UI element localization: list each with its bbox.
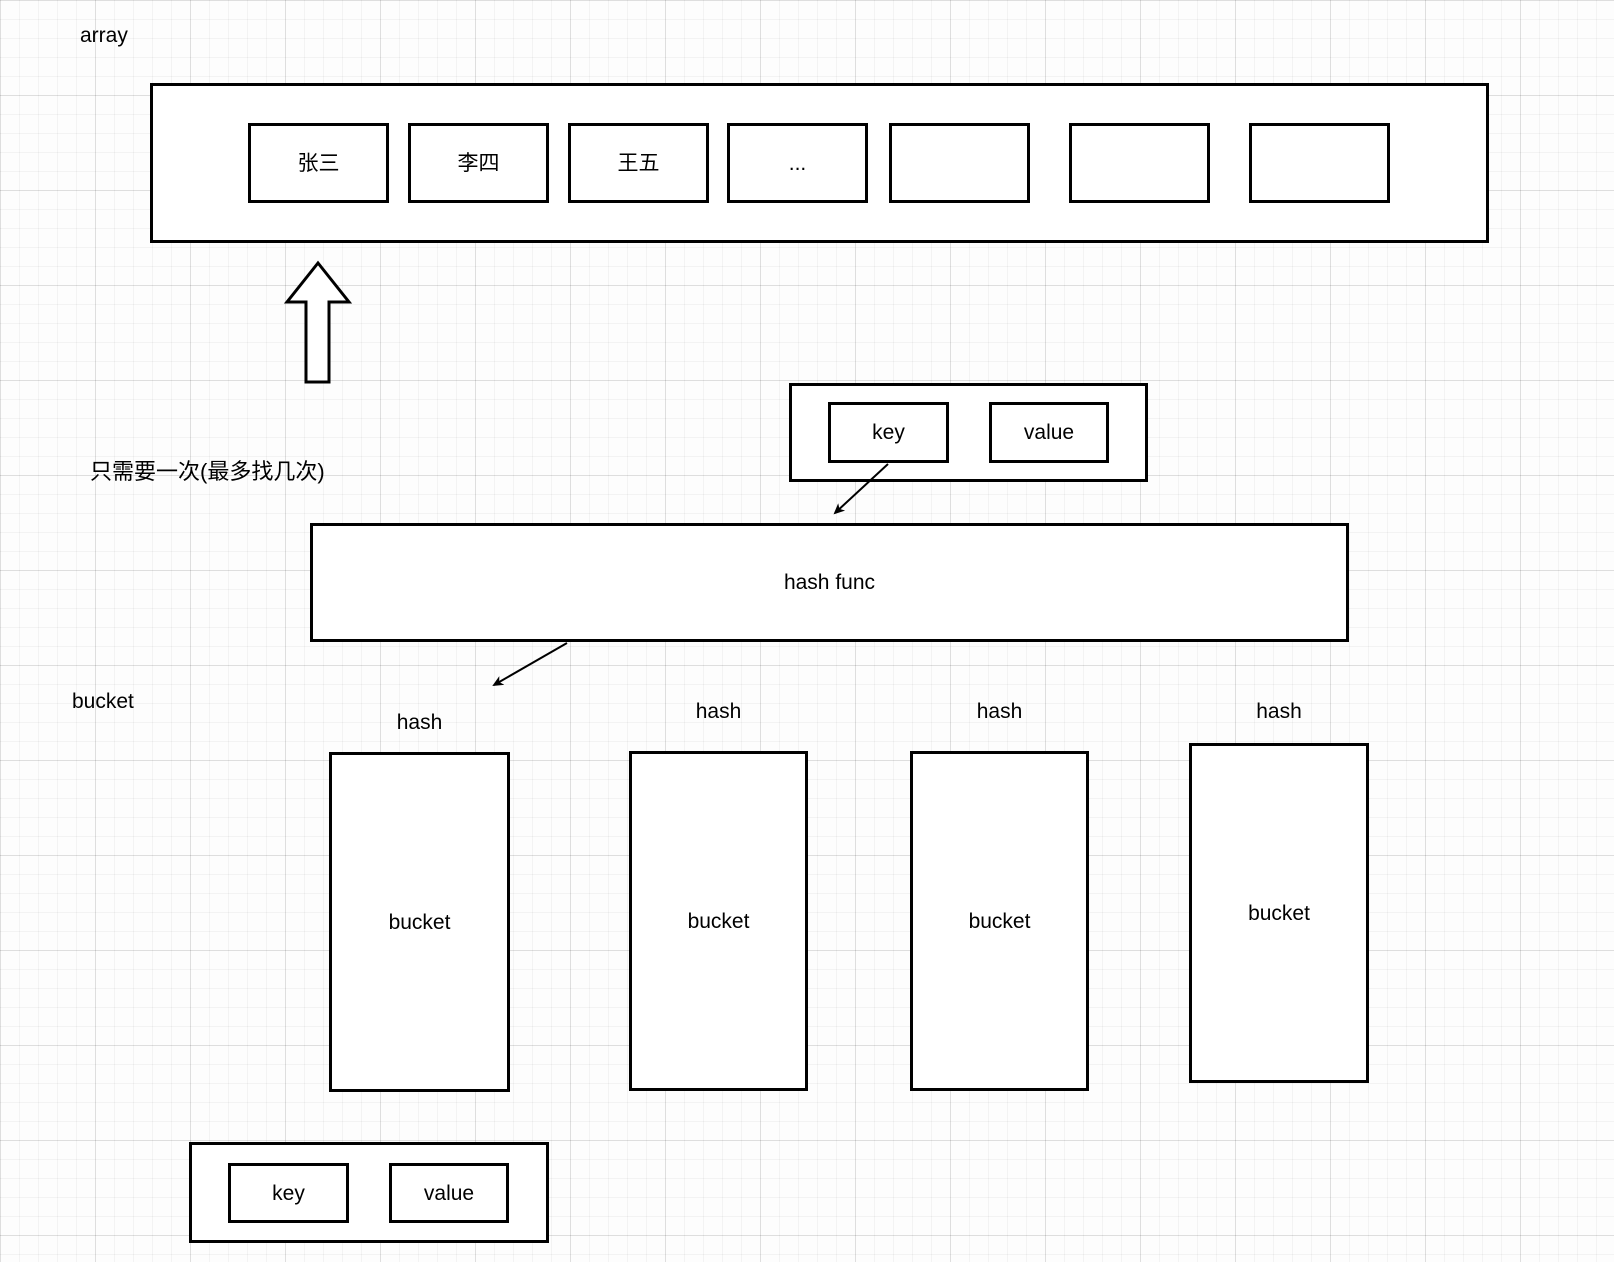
array-cell: 李四 xyxy=(408,123,549,203)
array-cell-empty xyxy=(1069,123,1210,203)
hash-label: hash xyxy=(396,711,443,734)
array-cell-empty xyxy=(889,123,1030,203)
hash-label: hash xyxy=(695,700,742,723)
kv-bottom-key-box: key xyxy=(228,1163,349,1223)
array-label: array xyxy=(80,24,128,47)
kv-bottom-value-box: value xyxy=(389,1163,509,1223)
hash-func-box: hash func xyxy=(310,523,1349,642)
hash-label: hash xyxy=(1256,700,1302,723)
block-up-arrow xyxy=(283,260,353,384)
hash-label: hash xyxy=(976,700,1023,723)
kv-top-key-box: key xyxy=(828,402,949,463)
array-cell-ellipsis: ... xyxy=(727,123,868,203)
kv-top-value-box: value xyxy=(989,402,1109,463)
bucket-box: bucket xyxy=(329,752,510,1092)
bucket-side-label: bucket xyxy=(72,690,134,713)
array-cell-empty xyxy=(1249,123,1390,203)
bucket-box: bucket xyxy=(910,751,1089,1091)
arrow-hashfunc-to-bucket xyxy=(492,642,568,686)
bucket-box: bucket xyxy=(1189,743,1369,1083)
note-label: 只需要一次(最多找几次) xyxy=(90,459,325,484)
array-cell: 张三 xyxy=(248,123,389,203)
array-cell: 王五 xyxy=(568,123,709,203)
bucket-box: bucket xyxy=(629,751,808,1091)
